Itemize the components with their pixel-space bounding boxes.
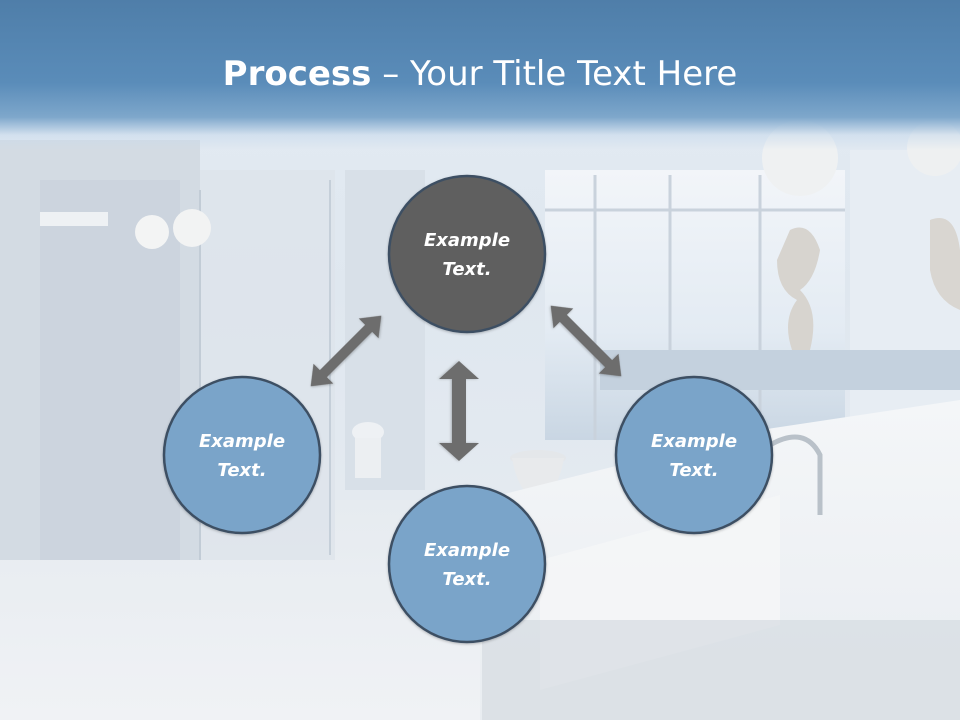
node-left-line1: Example (198, 431, 286, 452)
node-right-line2: Text. (669, 460, 719, 481)
node-bottom-line1: Example (423, 540, 511, 561)
slide-title: Process – Your Title Text Here (0, 52, 960, 96)
arrow-top-right (550, 305, 622, 377)
node-bottom-line2: Text. (442, 569, 492, 590)
title-banner (0, 0, 960, 150)
node-bottom-circle (387, 484, 547, 644)
arrow-vertical (439, 361, 479, 461)
title-separator: – (382, 54, 400, 94)
node-top-circle (387, 174, 547, 334)
node-top-line2: Text. (442, 259, 492, 280)
title-bold: Process (222, 54, 372, 94)
title-rest: Your Title Text Here (410, 54, 738, 94)
node-right-line1: Example (650, 431, 738, 452)
node-right-label: Example Text. (619, 427, 769, 485)
node-left-label: Example Text. (167, 427, 317, 485)
node-left-circle (162, 375, 322, 535)
node-right-circle (614, 375, 774, 535)
arrow-top-left (310, 315, 382, 387)
node-top-line1: Example (423, 230, 511, 251)
node-left-line2: Text. (217, 460, 267, 481)
node-top-label: Example Text. (392, 226, 542, 284)
node-bottom-label: Example Text. (392, 536, 542, 594)
